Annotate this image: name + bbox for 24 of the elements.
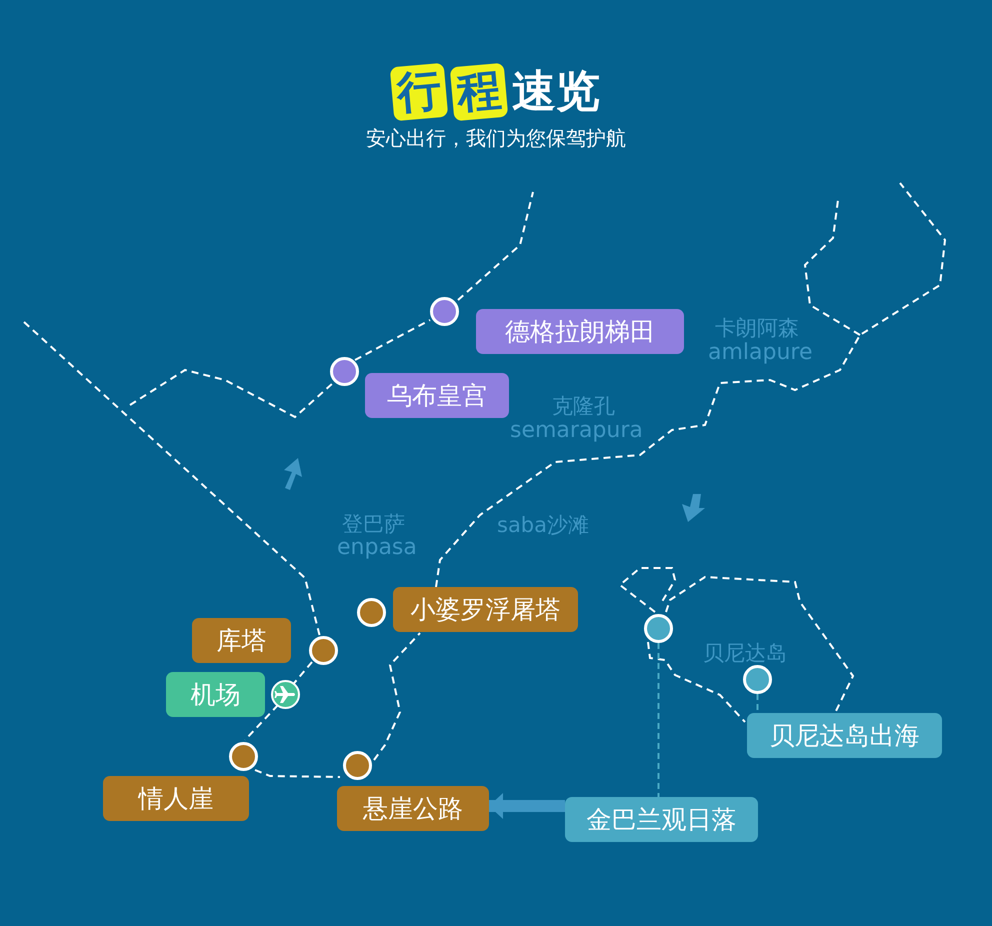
place-label: 机场 <box>166 672 265 717</box>
place-label: 金巴兰观日落 <box>565 797 758 842</box>
location-dot <box>644 614 673 643</box>
subtitle: 安心出行，我们为您保驾护航 <box>366 128 626 148</box>
title: 行程速览 <box>0 62 992 121</box>
leader-line <box>658 643 660 797</box>
place-label: 小婆罗浮屠塔 <box>393 587 578 632</box>
place-label: 悬崖公路 <box>337 786 489 831</box>
location-dot <box>743 665 772 694</box>
region-name: amlapure <box>708 342 813 364</box>
region-name: 贝尼达岛 <box>703 643 787 664</box>
region-name: enpasa <box>337 537 417 559</box>
region-name: semarapura <box>510 420 643 442</box>
region-name: 登巴萨 <box>342 514 405 535</box>
region-name: 卡朗阿森 <box>715 318 799 339</box>
leader-line <box>756 694 758 713</box>
place-label: 德格拉朗梯田 <box>476 309 684 354</box>
place-label: 贝尼达岛出海 <box>747 713 942 758</box>
place-label: 库塔 <box>192 618 291 663</box>
place-label: 情人崖 <box>103 776 249 821</box>
block-arrow <box>489 793 565 819</box>
region-name: 克隆孔 <box>552 396 615 417</box>
place-label: 乌布皇宫 <box>365 373 509 418</box>
region-name: saba沙滩 <box>497 515 590 536</box>
